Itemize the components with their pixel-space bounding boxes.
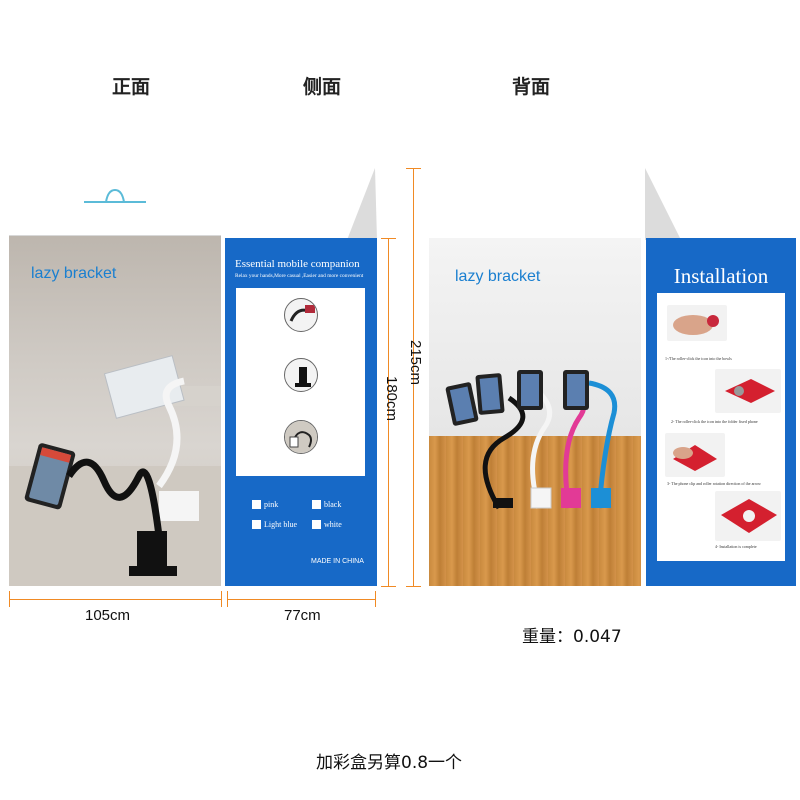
side-heading: Essential mobile companion <box>235 258 360 270</box>
step-2-text: 2- The roller-click the icon into the fo… <box>671 419 758 424</box>
dimension-side-width: 77cm <box>284 607 321 624</box>
color-option-white[interactable]: white <box>312 520 342 529</box>
step-3-image <box>665 433 725 477</box>
dimension-tick <box>406 168 421 169</box>
made-in-label: MADE IN CHINA <box>311 558 364 565</box>
step-4-image <box>715 491 781 541</box>
checkbox-icon <box>252 500 261 509</box>
checkbox-icon <box>312 500 321 509</box>
usage-icon <box>285 421 317 453</box>
dimension-line-height-tall <box>413 168 414 586</box>
install-panel-hanger-icon <box>645 168 681 240</box>
bracket-variants-icon <box>445 370 618 510</box>
step-1-text: 1-/The roller-click the icon into the bo… <box>665 356 732 361</box>
hang-tab <box>9 168 221 236</box>
color-option-light-blue[interactable]: Light blue <box>252 520 297 529</box>
dimension-line-side-width <box>227 599 375 600</box>
dimension-height-tall: 215cm <box>407 340 424 386</box>
dimension-tick <box>381 238 396 239</box>
side-panel: Essential mobile companion Relax your ha… <box>225 238 377 586</box>
weight-label: 重量： <box>522 627 573 647</box>
dimension-tick <box>227 591 228 607</box>
step-2-image <box>715 369 781 413</box>
dimension-front-width: 105cm <box>85 607 131 624</box>
dimension-tick <box>221 591 222 607</box>
dimension-tick <box>406 586 421 587</box>
installation-steps-card: 1-/The roller-click the icon into the bo… <box>657 293 785 561</box>
color-option-label: black <box>324 500 342 509</box>
color-option-label: white <box>324 520 342 529</box>
feature-circle-clip <box>284 298 318 332</box>
back-product-title: lazy bracket <box>455 268 541 285</box>
checkbox-icon <box>312 520 321 529</box>
step-3-text: 3- The phone clip and roller rotation di… <box>667 481 761 486</box>
side-feature-card <box>236 288 365 476</box>
view-label-front: 正面 <box>112 76 151 98</box>
step-4-text: 4- Installation is complete <box>715 544 757 549</box>
side-subheading: Relax your hands,More casual ,Easier and… <box>235 273 364 279</box>
back-panel: lazy bracket <box>429 238 641 586</box>
weight-info: 重量：0.047 <box>522 622 622 647</box>
installation-title: Installation <box>673 264 769 288</box>
color-option-black[interactable]: black <box>312 500 341 509</box>
checkbox-icon <box>252 520 261 529</box>
phone-clip-icon <box>289 305 315 322</box>
front-product-title: lazy bracket <box>31 265 117 282</box>
clamp-icon <box>295 367 311 387</box>
dimension-tick <box>375 591 376 607</box>
weight-value: 0.047 <box>573 627 622 647</box>
view-label-back: 背面 <box>512 76 551 98</box>
dimension-height-short: 180cm <box>383 376 400 422</box>
view-label-side: 侧面 <box>303 76 342 98</box>
footer-note: 加彩盒另算0.8一个 <box>316 753 463 773</box>
front-product-photo <box>9 236 221 586</box>
hang-hole-icon <box>84 188 146 203</box>
installation-panel: Installation 1-/The roller-click the ico… <box>646 238 796 586</box>
red-clip-icon <box>725 379 775 403</box>
dimension-line-height-short <box>388 238 389 586</box>
dimension-tick <box>9 591 10 607</box>
dimension-line-front-width <box>9 599 221 600</box>
color-option-label: pink <box>264 500 279 509</box>
front-panel: lazy bracket <box>9 168 221 586</box>
bracket-product-icon <box>9 355 221 586</box>
dimension-tick <box>381 586 396 587</box>
side-panel-hanger-icon <box>347 168 377 240</box>
feature-circle-clamp <box>284 358 318 392</box>
feature-circle-usage <box>284 420 318 454</box>
rotate-clip-icon <box>673 445 717 471</box>
assembled-clip-icon <box>721 499 777 533</box>
hand-roller-icon <box>673 315 719 335</box>
step-1-image <box>667 305 727 341</box>
color-option-pink[interactable]: pink <box>252 500 278 509</box>
color-option-label: Light blue <box>264 520 298 529</box>
